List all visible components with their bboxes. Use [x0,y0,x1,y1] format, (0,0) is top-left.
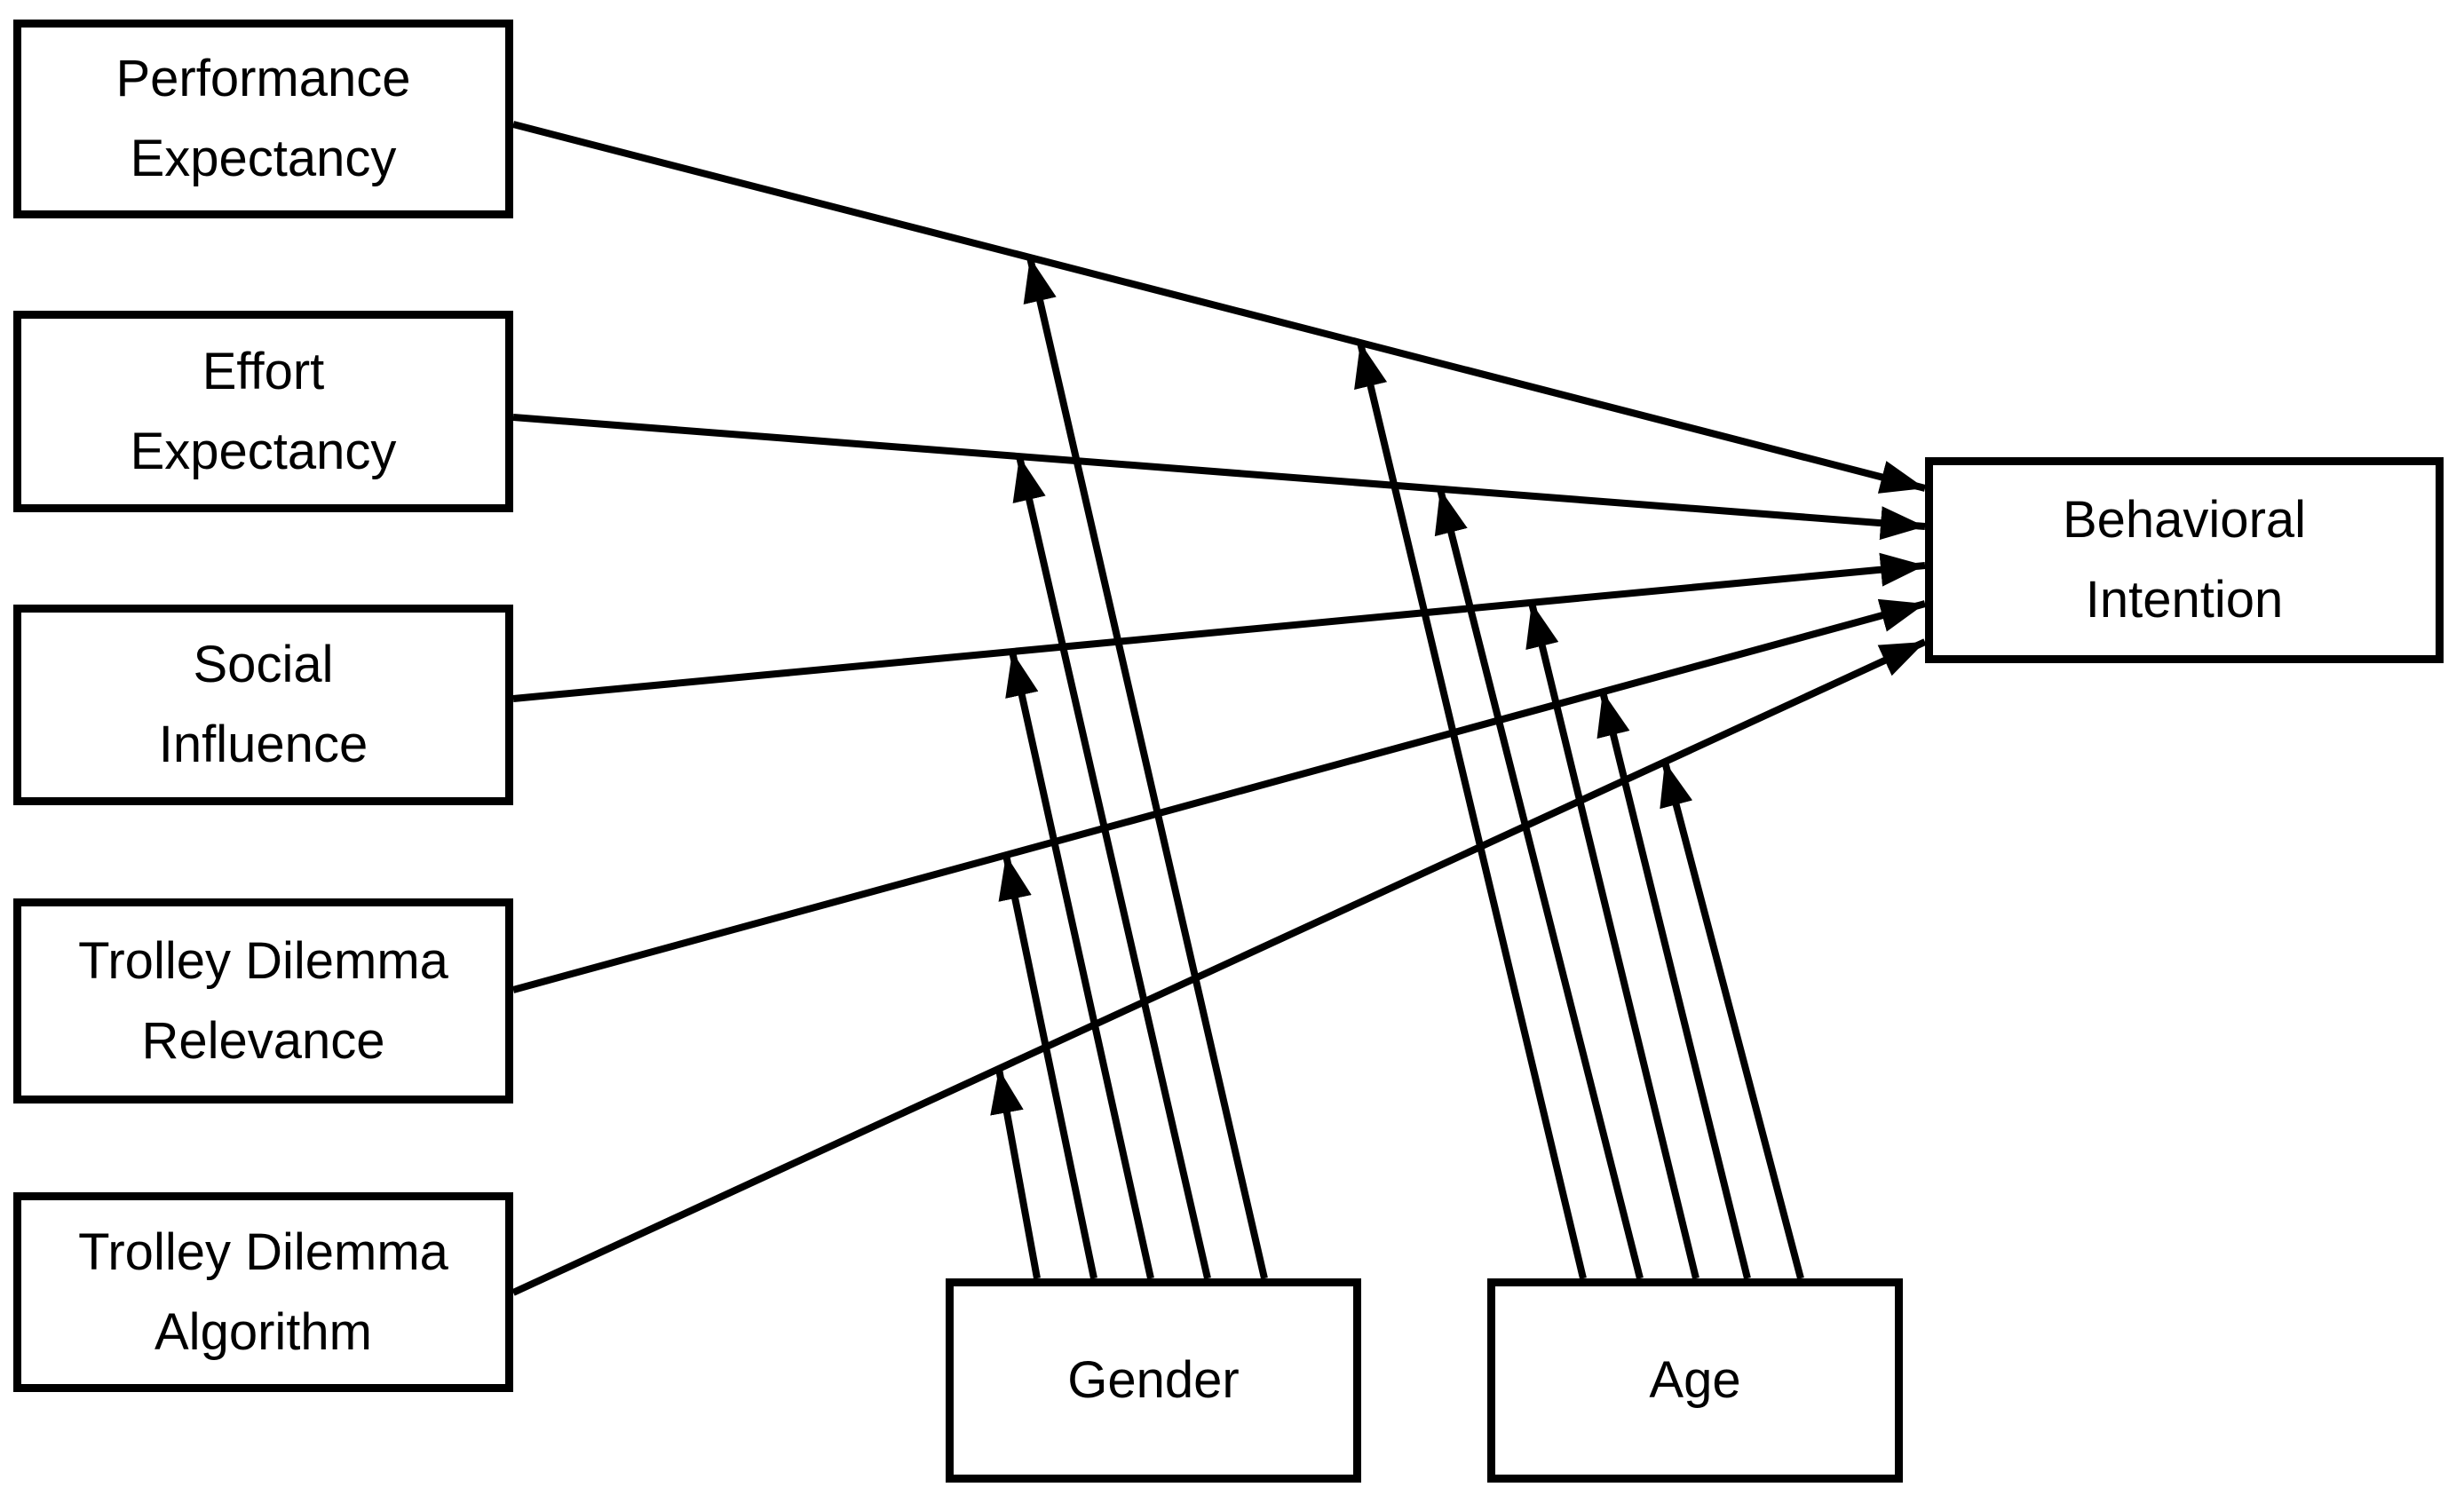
node-age: Age [1487,1278,1903,1483]
node-performance-expectancy-label: Performance Expectancy [115,50,411,187]
node-gender-label: Gender [1067,1351,1240,1410]
edge-trolley-dilemma-algorithm-to-behavioral-intention [511,638,1927,1296]
edge-gender-moderates-si-path [1005,651,1154,1279]
node-trolley-dilemma-relevance-label: Trolley Dilemma Relevance [78,931,448,1070]
edge-age-moderates-tdr-path [1596,691,1751,1279]
node-social-influence-label: Social Influence [158,636,368,773]
node-effort-expectancy: Effort Expectancy [13,311,513,512]
node-gender: Gender [946,1278,1361,1483]
edge-gender-moderates-ee-path [1012,455,1211,1279]
edge-effort-expectancy-to-behavioral-intention [512,414,1926,541]
edge-age-moderates-ee-path [1434,488,1644,1279]
node-social-influence: Social Influence [13,605,513,805]
edge-age-moderates-tda-path [1660,760,1804,1280]
edge-gender-moderates-tda-path [990,1068,1041,1279]
edge-gender-moderates-tdr-path [998,854,1097,1279]
edge-age-moderates-si-path [1525,602,1699,1279]
edge-gender-moderates-pe-path [1023,257,1268,1279]
edge-social-influence-to-behavioral-intention [512,552,1926,702]
node-performance-expectancy: Performance Expectancy [13,20,513,218]
node-trolley-dilemma-algorithm: Trolley Dilemma Algorithm [13,1192,513,1392]
node-effort-expectancy-label: Effort Expectancy [130,342,397,480]
node-age-label: Age [1649,1351,1741,1410]
edge-age-moderates-pe-path [1354,342,1587,1279]
edge-trolley-dilemma-relevance-to-behavioral-intention [511,598,1927,993]
node-trolley-dilemma-relevance: Trolley Dilemma Relevance [13,898,513,1104]
node-behavioral-intention-label: Behavioral Intention [2062,491,2307,629]
node-trolley-dilemma-algorithm-label: Trolley Dilemma Algorithm [78,1222,448,1361]
edge-performance-expectancy-to-behavioral-intention [512,121,1926,494]
node-behavioral-intention: Behavioral Intention [1925,457,2444,663]
